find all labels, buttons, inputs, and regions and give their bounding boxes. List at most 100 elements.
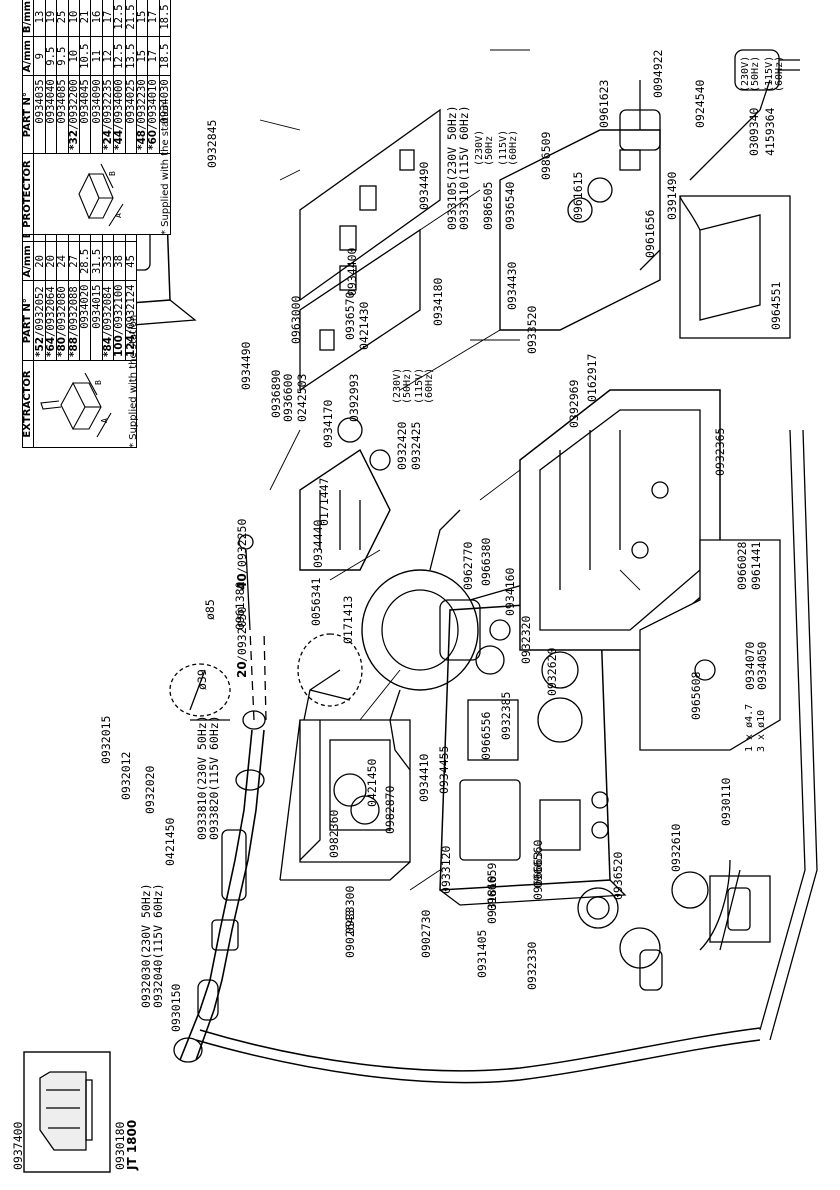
protector-table: PROTECTOR PART N° A/mm B/mm A B 0934035 …: [22, 0, 172, 235]
label-0932012: 0932012: [119, 751, 133, 800]
extractor-mark: 100: [113, 335, 126, 357]
extractor-header-a: A/mm: [22, 241, 34, 281]
label-0966659: 0966659: [485, 862, 499, 911]
label-0162917: 0162917: [585, 353, 599, 402]
label-50hz-b: (50Hz: [484, 135, 495, 166]
label-0986505: 0986505: [481, 181, 495, 230]
svg-text:A: A: [100, 418, 109, 423]
extractor-a: 24: [56, 241, 68, 281]
label-40: 40: [235, 573, 249, 590]
extractor-header-title: EXTRACTOR: [22, 360, 34, 448]
extractor-part: /0932080: [56, 286, 69, 337]
extractor-note: * Supplied with the station: [128, 314, 139, 448]
extractor-mark: *88: [67, 336, 80, 357]
extractor-mark: *64: [44, 336, 57, 357]
protector-b: 21: [79, 0, 91, 37]
label-0936540: 0936540: [503, 181, 517, 230]
label-0934490a: 0934490: [239, 341, 253, 390]
label-0961623: 0961623: [597, 79, 611, 128]
extractor-table: EXTRACTOR PART N° A/mm B/mm A B *52/0932…: [22, 202, 137, 448]
label-0930150: 0930150: [169, 983, 183, 1032]
extractor-part: /0932088: [67, 286, 80, 337]
protector-part: 0934025: [124, 79, 137, 124]
extractor-a: 45: [125, 241, 137, 281]
label-0934440: 0934440: [311, 519, 325, 568]
handpiece-drawing: [173, 429, 818, 1084]
label-0961656: 0961656: [643, 209, 657, 258]
rear-panel-drawing: [499, 129, 661, 331]
protector-mark: *48: [136, 129, 149, 150]
label-0932250: /0932250: [235, 518, 249, 574]
label-0934455: 0934455: [437, 745, 451, 794]
label-0242503: 0242503: [295, 373, 309, 422]
connector-parts-drawing: [333, 619, 741, 991]
label-0937400: 0937400: [11, 1121, 25, 1170]
label-0932015: 0932015: [99, 715, 113, 764]
label-0934050: 0934050: [755, 641, 769, 690]
protector-b: 19: [45, 0, 57, 37]
label-0933120: 0933120: [439, 845, 453, 894]
label-0932425: 0932425: [409, 421, 423, 470]
protector-part: /0932200: [67, 79, 80, 130]
label-0961441: 0961441: [749, 541, 763, 590]
protector-a: 9.5: [56, 36, 68, 76]
label-0924540: 0924540: [693, 79, 707, 128]
extractor-mark: *84: [101, 336, 114, 357]
label-0932365: 0932365: [713, 427, 727, 476]
label-0934170: 0934170: [321, 399, 335, 448]
label-0309340: 0309340: [747, 107, 761, 156]
extractor-a: 20: [34, 241, 46, 281]
label-0932385: 0932385: [499, 691, 513, 740]
label-0936600: 0936600: [281, 373, 295, 422]
protector-a: 10: [68, 36, 80, 76]
power-cord-drawing: [619, 49, 800, 181]
extractor-part: /0932052: [33, 286, 46, 337]
protector-b: 21.5: [125, 0, 137, 37]
label-0934160: 0934160: [503, 567, 517, 616]
label-0982360: 0982360: [327, 809, 341, 858]
label-0421430: 0421430: [357, 301, 371, 350]
label-0933820: 0933820(115V 60Hz): [207, 715, 221, 840]
protector-a: 9.5: [45, 36, 57, 76]
label-0986509: 0986509: [539, 131, 553, 180]
label-0934400: 0934400: [345, 247, 359, 296]
label-0932050: /0932050: [235, 606, 249, 662]
protector-a: 15: [136, 36, 148, 76]
table-row: A B *52/0932052 20 26: [33, 202, 137, 448]
leader-lines: [259, 49, 641, 891]
label-0936570: 0936570: [343, 291, 357, 340]
accessory-box-drawing: [709, 875, 771, 943]
protector-part: 0934035: [33, 79, 46, 124]
label-opt-10: 3 x ø10: [756, 709, 767, 752]
extractor-mark: *80: [56, 336, 69, 357]
protector-a: 12: [102, 36, 114, 76]
label-0391490: 0391490: [665, 171, 679, 220]
foot-pedal-drawing: [679, 195, 791, 339]
label-dia85: ø85: [203, 599, 217, 620]
extractor-a: 38: [113, 241, 125, 281]
protector-part: /0934000: [113, 79, 126, 130]
protector-mark: *24: [101, 129, 114, 150]
extractor-a: 33: [102, 241, 114, 281]
protector-b: 12.5: [113, 0, 125, 37]
label-0932330: 0932330: [525, 941, 539, 990]
protector-part: 0934090: [90, 79, 103, 124]
label-0964551: 0964551: [769, 281, 783, 330]
station-cover-drawing: [279, 719, 411, 881]
label-0171447: 0171447: [317, 477, 331, 526]
label-0982870: 0982870: [383, 785, 397, 834]
label-0902730: 0902730: [419, 909, 433, 958]
protector-mark: *60: [147, 129, 160, 150]
label-0966556: 0966556: [479, 711, 493, 760]
protector-part: /0932235: [101, 79, 114, 130]
label-0934410: 0934410: [417, 753, 431, 802]
protector-a: 9: [34, 36, 46, 76]
protector-header-b: B/mm: [22, 0, 34, 37]
protector-header-title: PROTECTOR: [22, 153, 34, 235]
label-opt-47: 1 x ø4.7: [744, 703, 755, 752]
extractor-a: 31.5: [91, 241, 103, 281]
label-0936890: 0936890: [269, 369, 283, 418]
label-0966560: 0966560: [531, 839, 545, 888]
protector-b: 18.5: [159, 0, 171, 37]
